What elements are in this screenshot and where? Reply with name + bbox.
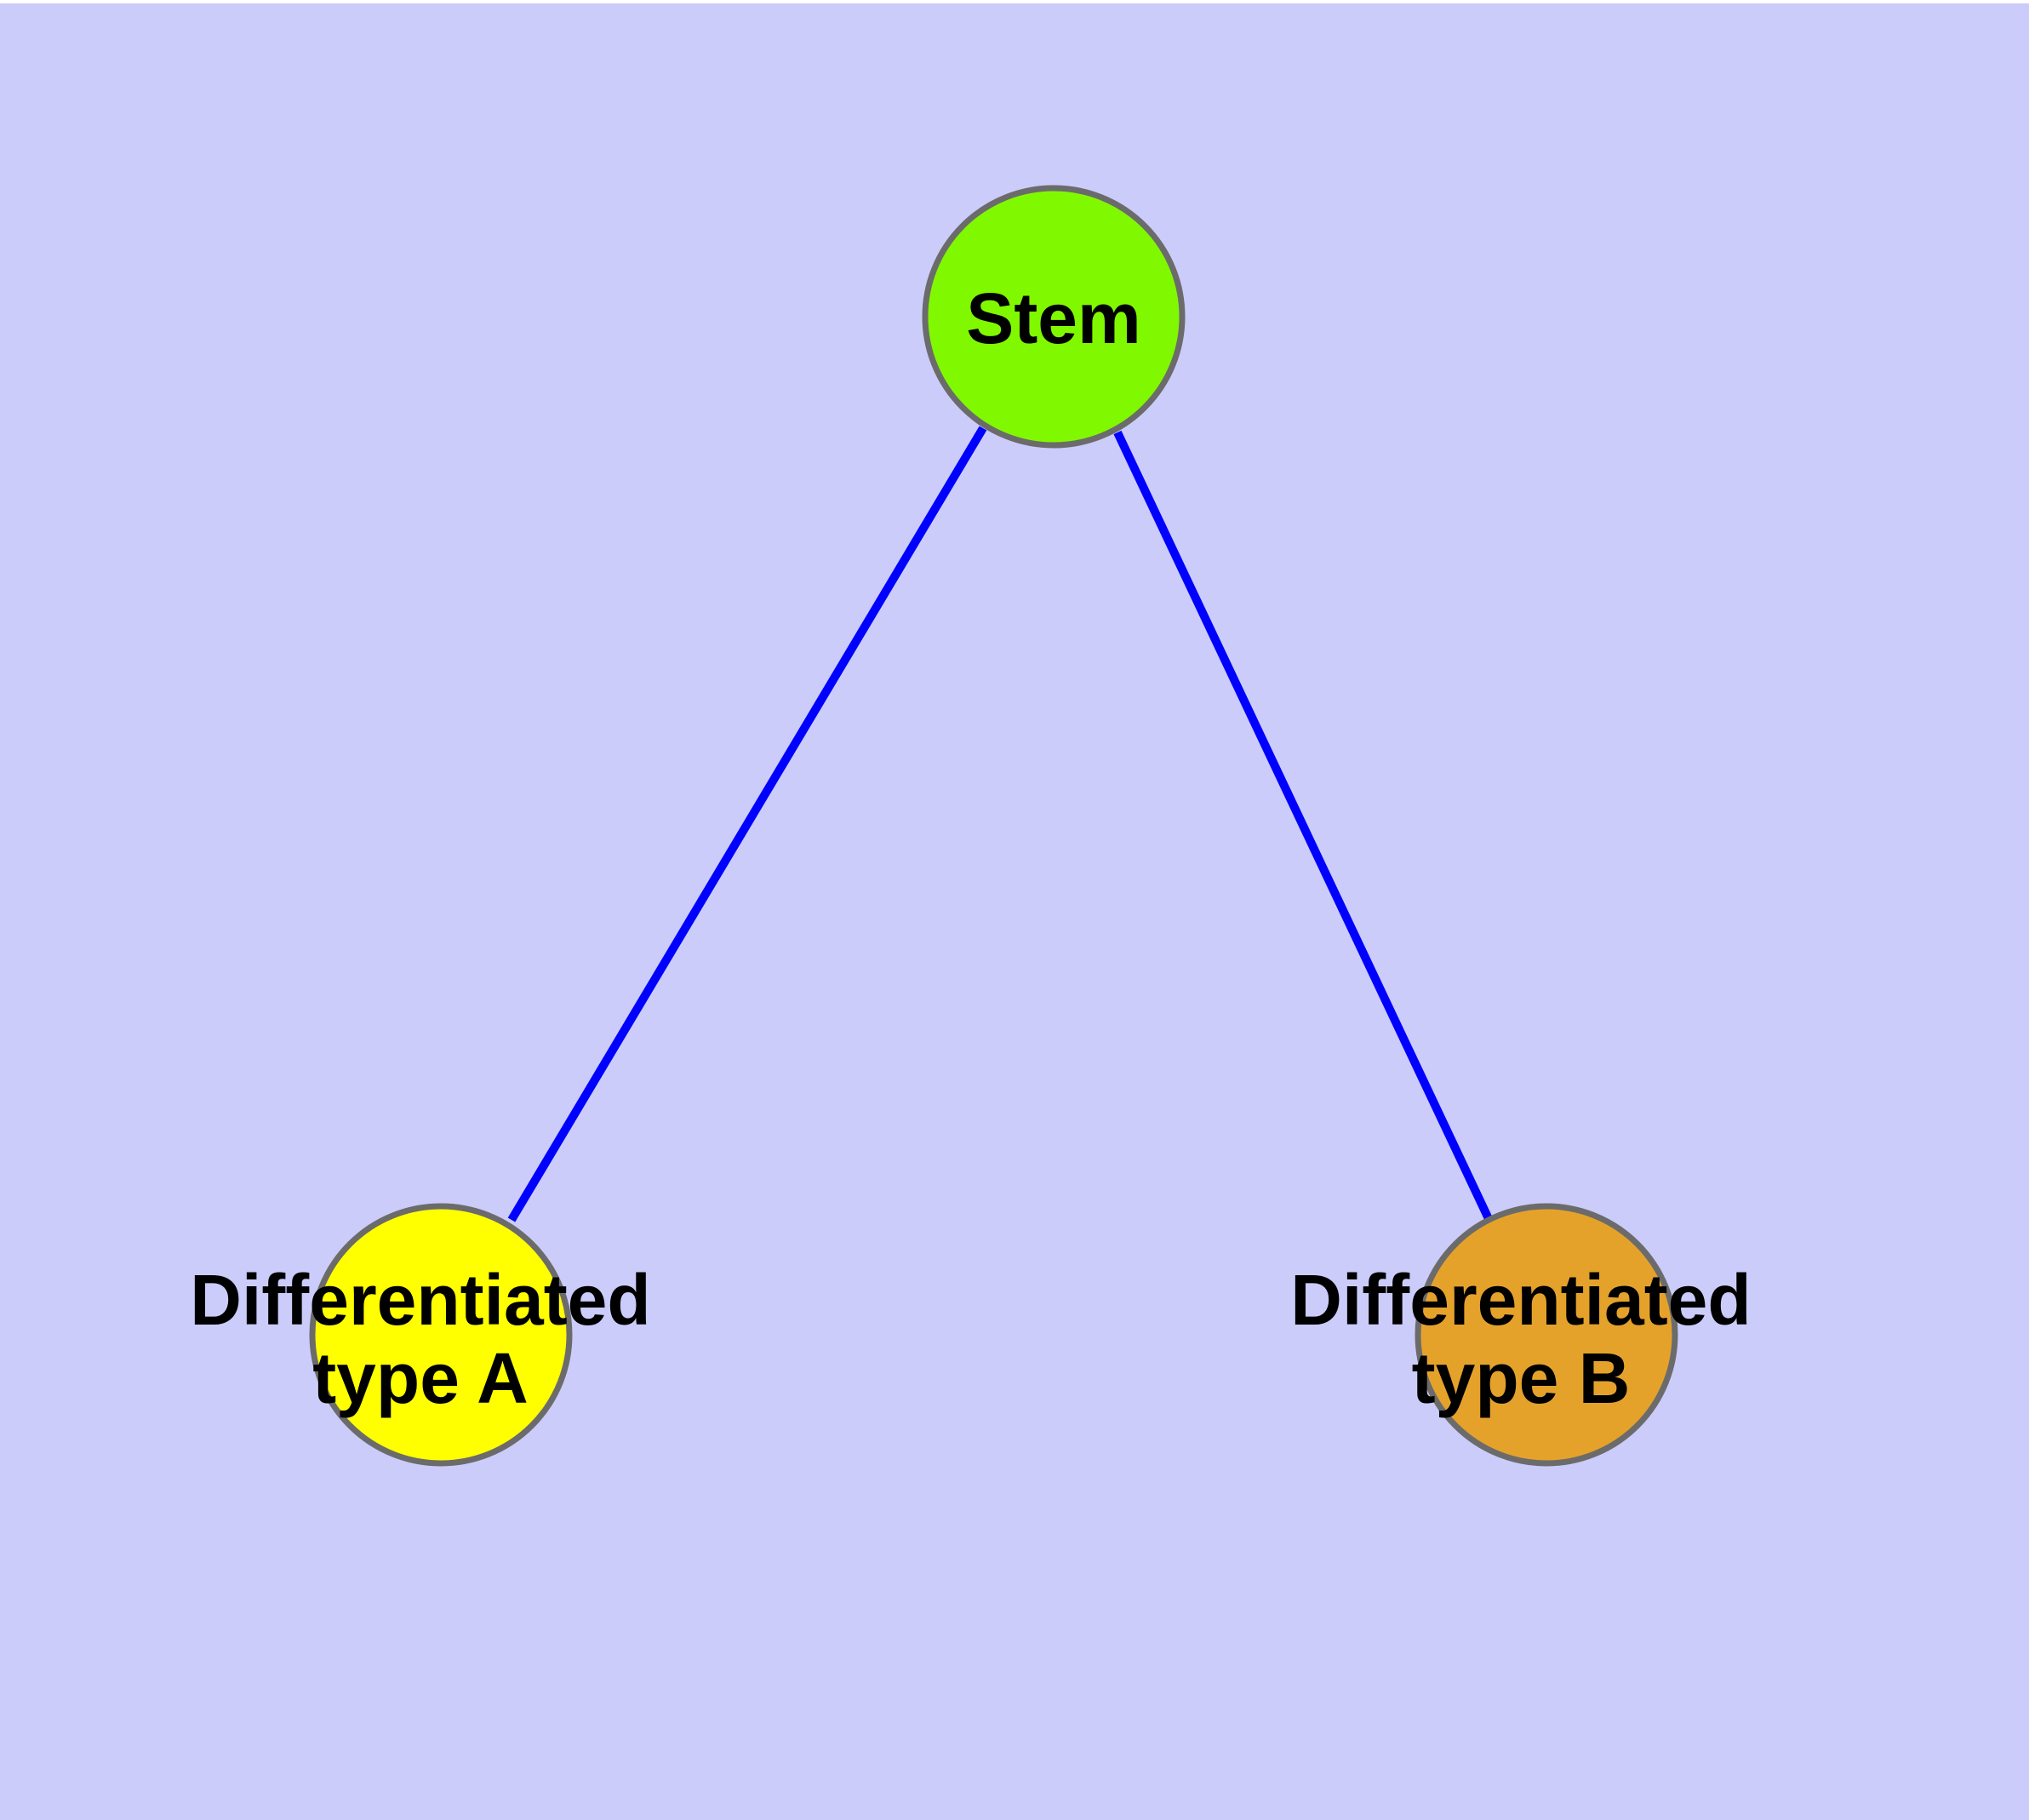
node-label-line: type B <box>1412 1338 1631 1418</box>
node-label-line: Differentiated <box>190 1260 650 1340</box>
node-diff-b[interactable] <box>1415 1203 1678 1467</box>
node-label-line: Differentiated <box>1290 1260 1751 1340</box>
node-label-stem: Stem <box>966 278 1140 358</box>
edges-group <box>507 426 1495 1227</box>
edge-stem-to-b[interactable] <box>1113 430 1495 1227</box>
node-stem[interactable] <box>922 185 1186 449</box>
nodes-group <box>309 185 1678 1467</box>
node-label-line: Stem <box>966 278 1140 358</box>
node-diff-a[interactable] <box>309 1203 573 1467</box>
edge-stem-to-a[interactable] <box>507 426 987 1222</box>
node-label-line: type A <box>312 1338 529 1418</box>
